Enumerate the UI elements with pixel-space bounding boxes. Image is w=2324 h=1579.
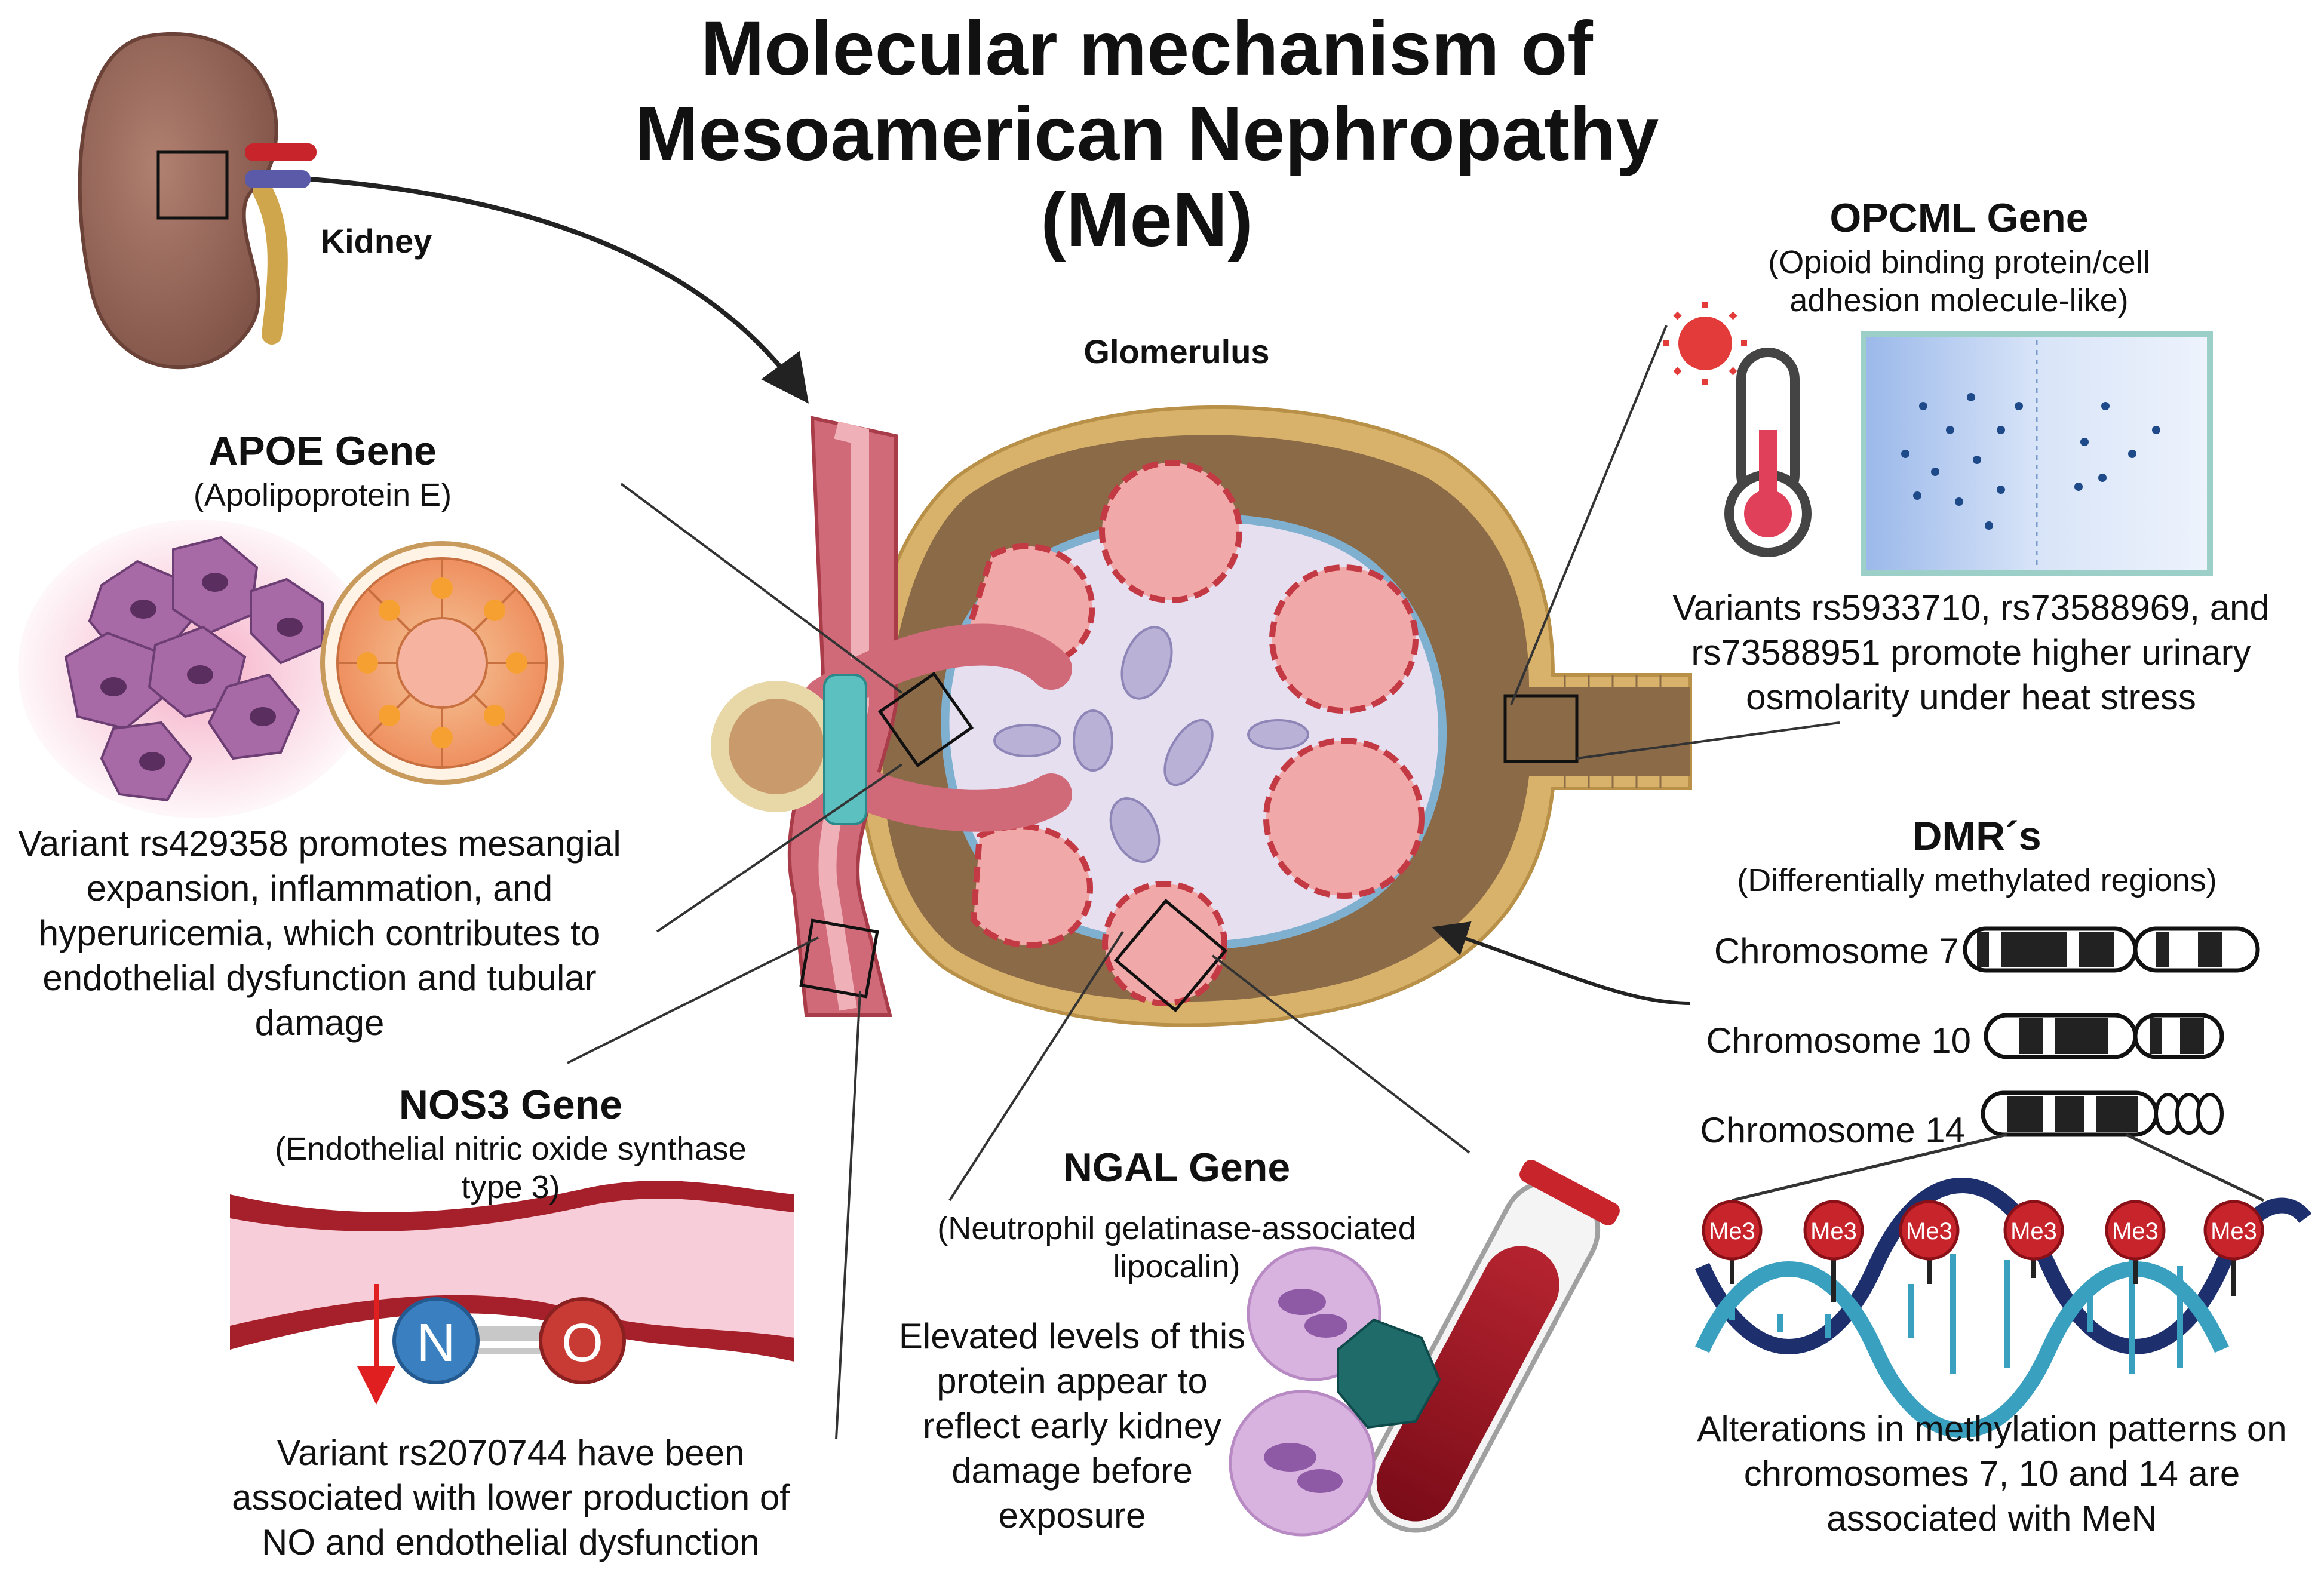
ngal-heading: NGAL Gene	[1063, 1145, 1291, 1190]
ngal-subtitle-line: lipocalin)	[1113, 1249, 1241, 1285]
dmr-heading: DMR´s	[1912, 813, 2041, 859]
chromosome-7-icon	[1963, 926, 2260, 973]
nos3-subtitle-line: type 3)	[461, 1169, 560, 1206]
callout-lines	[567, 325, 1840, 1440]
ngal-section: NGAL Gene (Neutrophil gelatinase-associa…	[908, 1144, 1445, 1286]
chromosome-10-icon	[1984, 1013, 2224, 1059]
ngal-description-line: exposure	[998, 1495, 1146, 1535]
methyl-marker-label: Me3	[2211, 1218, 2257, 1245]
opcml-description-line: rs73588951 promote higher urinary	[1691, 632, 2251, 672]
ngal-description-line: Elevated levels of this	[898, 1316, 1246, 1356]
dmr-description-line: associated with MeN	[1826, 1498, 2157, 1538]
title-line-3: (MeN)	[1040, 177, 1253, 263]
oxygen-atom	[539, 1297, 626, 1384]
apoe-description-line: damage	[254, 1003, 385, 1043]
methyl-marker: Me3	[1899, 1200, 1960, 1284]
apoe-description: Variant rs429358 promotes mesangial expa…	[0, 821, 639, 1045]
methyl-marker: Me3	[2003, 1200, 2064, 1278]
chromosome-14-icon	[1732, 1090, 2265, 1202]
dmr-section: DMR´s (Differentially methylated regions…	[1702, 812, 2252, 899]
methyl-marker-label: Me3	[1906, 1218, 1952, 1245]
nos3-vessel	[230, 1181, 794, 1405]
methyl-marker-label: Me3	[2112, 1218, 2159, 1245]
n-atom-label: N	[416, 1313, 456, 1373]
ngal-description: Elevated levels of this protein appear t…	[872, 1314, 1272, 1538]
opcml-description-line: osmolarity under heat stress	[1746, 677, 2196, 717]
methyl-marker-label: Me3	[1709, 1218, 1755, 1245]
methylation-marks: Me3 Me3 Me3 Me3 Me3 Me3	[1702, 1200, 2264, 1302]
methyl-marker: Me3	[2105, 1200, 2166, 1284]
opcml-heat-illustration	[1663, 302, 2213, 576]
apoe-description-line: hyperuricemia, which contributes to	[38, 913, 601, 953]
dmr-description-line: Alterations in methylation patterns on	[1697, 1409, 2287, 1449]
opcml-description: Variants rs5933710, rs73588969, and rs73…	[1637, 585, 2305, 720]
chromosome-10-label: Chromosome 10	[1706, 1021, 1971, 1061]
nos3-heading: NOS3 Gene	[398, 1082, 623, 1128]
kidney-label: Kidney	[320, 222, 432, 260]
methyl-marker-label: Me3	[2010, 1218, 2057, 1245]
apoe-description-line: Variant rs429358 promotes mesangial	[18, 824, 621, 864]
apoe-description-line: endothelial dysfunction and tubular	[42, 958, 597, 998]
nos3-description-line: NO and endothelial dysfunction	[262, 1522, 760, 1562]
nitrogen-atom	[392, 1297, 480, 1384]
dmr-description: Alterations in methylation patterns on c…	[1666, 1406, 2317, 1541]
dmr-subtitle: (Differentially methylated regions)	[1737, 862, 2217, 898]
apoe-section: APOE Gene (Apolipoprotein E)	[143, 427, 502, 514]
dmr-description-line: chromosomes 7, 10 and 14 are	[1743, 1454, 2240, 1494]
apoe-description-line: expansion, inflammation, and	[86, 868, 553, 908]
title-line-2: Mesoamerican Nephropathy	[634, 91, 1659, 177]
nos3-description: Variant rs2070744 have been associated w…	[197, 1430, 824, 1565]
dmr-to-glomerulus-arrow	[1432, 921, 1691, 1005]
nos3-description-line: Variant rs2070744 have been	[277, 1433, 745, 1473]
ngal-description-line: protein appear to	[937, 1361, 1208, 1401]
o-atom-label: O	[561, 1313, 603, 1373]
apoe-heading: APOE Gene	[208, 428, 437, 474]
opcml-subtitle-line: (Opioid binding protein/cell	[1768, 244, 2150, 280]
opcml-subtitle-line: adhesion molecule-like)	[1789, 282, 2129, 319]
methyl-marker: Me3	[2203, 1200, 2264, 1296]
glomerulus-illustration	[711, 405, 1692, 1027]
opcml-section: OPCML Gene (Opioid binding protein/cell …	[1720, 194, 2198, 320]
kidney-illustration	[78, 32, 317, 370]
ngal-subtitle-line: (Neutrophil gelatinase-associated	[937, 1210, 1416, 1246]
nos3-description-line: associated with lower production of	[232, 1477, 790, 1517]
methyl-marker: Me3	[1803, 1200, 1864, 1302]
glomerulus-label: Glomerulus	[1083, 333, 1270, 370]
methyl-marker: Me3	[1702, 1200, 1763, 1284]
methyl-marker-label: Me3	[1810, 1218, 1857, 1245]
page-title: Molecular mechanism of Mesoamerican Neph…	[573, 6, 1720, 263]
opcml-description-line: Variants rs5933710, rs73588969, and	[1672, 588, 2270, 628]
ngal-description-line: reflect early kidney	[922, 1406, 1222, 1446]
nos3-section: NOS3 Gene (Endothelial nitric oxide synt…	[227, 1081, 794, 1207]
ngal-blood-tube	[1229, 1159, 1620, 1537]
chromosome-14-label: Chromosome 14	[1700, 1110, 1965, 1150]
title-line-1: Molecular mechanism of	[701, 6, 1593, 91]
apoe-subtitle: (Apolipoprotein E)	[193, 477, 452, 513]
chromosome-7-label: Chromosome 7	[1714, 931, 1959, 971]
kidney-to-glomerulus-arrow	[310, 177, 809, 404]
apoe-cell-cluster	[18, 520, 564, 818]
ngal-description-line: damage before	[951, 1451, 1193, 1491]
nos3-subtitle-line: (Endothelial nitric oxide synthase	[275, 1131, 747, 1167]
opcml-heading: OPCML Gene	[1829, 195, 2089, 241]
